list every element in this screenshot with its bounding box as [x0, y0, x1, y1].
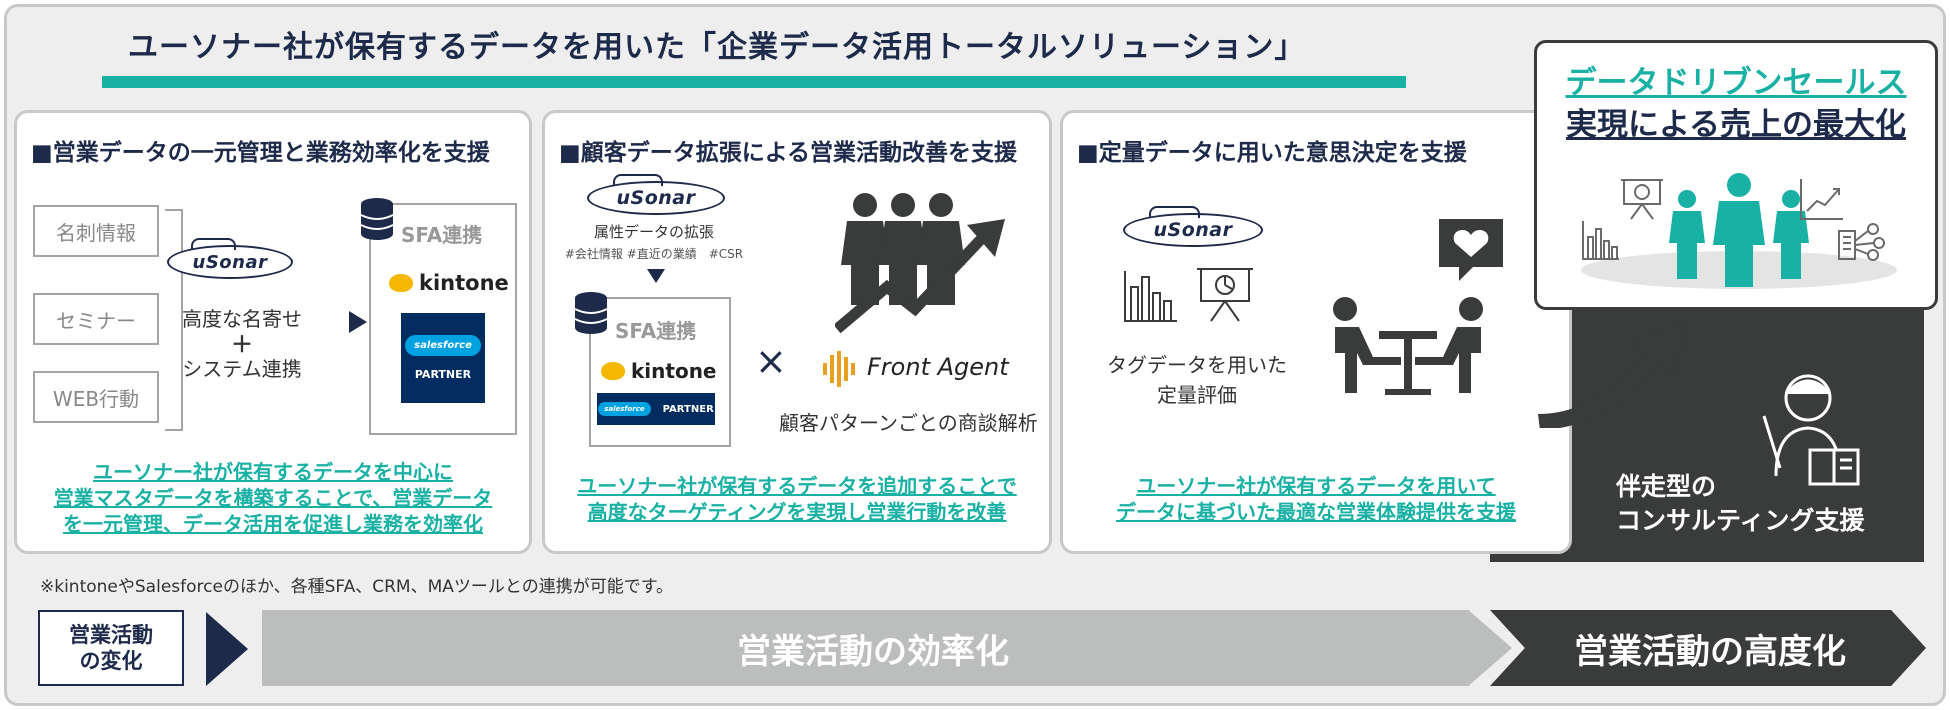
panel3-title: ■定量データに用いた意思決定を支援	[1077, 140, 1467, 166]
pattern-analysis: 顧客パターンごとの商談解析	[779, 411, 1038, 435]
sophistication-arrow	[1490, 610, 1926, 686]
process-line2: システム連携	[182, 357, 302, 381]
partner-text: PARTNER	[414, 368, 472, 381]
consultant-icon	[1762, 374, 1860, 486]
presentation-icon	[1197, 268, 1253, 322]
down-arrow-icon	[647, 269, 665, 283]
panel2-link-line2: 高度なターゲティングを実現し営業行動を改善	[587, 500, 1007, 524]
result-line1: データドリブンセールス	[1565, 65, 1907, 101]
kintone-icon	[389, 274, 413, 292]
bar-chart-icon	[1582, 221, 1619, 260]
play-arrow-icon	[349, 311, 367, 333]
sfa-label: SFA連携	[401, 223, 483, 247]
consulting-support-label: 伴走型の コンサルティング支援	[1616, 470, 1865, 538]
meeting-icon	[1333, 219, 1503, 395]
front-agent-icon	[821, 349, 861, 389]
bar-chart-icon	[1124, 271, 1177, 322]
tag-eval-line1: タグデータを用いた	[1107, 353, 1287, 377]
people-growth-icon	[835, 193, 1005, 334]
database-icon	[574, 292, 608, 334]
company-network-icon	[1838, 223, 1885, 261]
panel1-link-line3: を一元管理、データ活用を促進し業務を効率化	[63, 512, 483, 536]
panel1-title: ■営業データの一元管理と業務効率化を支援	[31, 140, 490, 166]
panel1-link[interactable]: ユーソナー社が保有するデータを中心に 営業マスタデータを構築することで、営業デー…	[17, 459, 529, 537]
kintone-logo: kintone	[601, 359, 717, 383]
tag-eval-line2: 定量評価	[1157, 383, 1237, 407]
change-label-line1: 営業活動	[69, 622, 153, 647]
change-label-line2: の変化	[79, 649, 143, 673]
database-icon	[360, 198, 394, 240]
attr-tags: #会社情報 #直近の業績 #CSR	[564, 247, 744, 261]
panel3-link-line2: データに基づいた最適な営業体験提供を支援	[1116, 500, 1516, 524]
source-seminar: セミナー	[33, 293, 159, 345]
growth-curve-arrow-icon	[1538, 322, 1686, 428]
efficiency-label: 営業活動の効率化	[737, 631, 1009, 672]
consulting-line2: コンサルティング支援	[1616, 505, 1865, 535]
presentation-icon	[1621, 179, 1663, 220]
process-plus: ＋	[230, 333, 253, 358]
attr-title: 属性データの拡張	[593, 223, 714, 241]
sources-bracket	[165, 209, 183, 431]
panel-quantitative-data: ■定量データに用いた意思決定を支援 uSonar タグデータを用いた 定量評価	[1060, 110, 1572, 554]
main-title: ユーソナー社が保有するデータを用いた「企業データ活用トータルソリューション」	[128, 30, 1306, 65]
result-box: データドリブンセールス 実現による売上の最大化	[1534, 40, 1938, 310]
sales-change-label: 営業活動 の変化	[38, 610, 184, 686]
panel-customer-data: ■顧客データ拡張による営業活動改善を支援 uSonar 属性データの拡張 #会社…	[542, 110, 1052, 554]
salesforce-partner-badge: salesforce PARTNER	[597, 393, 715, 425]
efficiency-arrow	[262, 610, 1512, 686]
process-line1: 高度な名寄せ	[182, 307, 302, 331]
sophistication-label: 営業活動の高度化	[1574, 631, 1846, 672]
kintone-icon	[601, 362, 625, 380]
panel3-link[interactable]: ユーソナー社が保有するデータを用いて データに基づいた最適な営業体験提供を支援	[1063, 473, 1569, 525]
consulting-line1: 伴走型の	[1616, 472, 1717, 501]
panel3-link-line1: ユーソナー社が保有するデータを用いて	[1136, 474, 1496, 498]
usonar-logo: uSonar	[167, 238, 293, 279]
usonar-logo: uSonar	[587, 174, 725, 215]
panel1-link-line2: 営業マスタデータを構築することで、営業データ	[53, 486, 493, 510]
result-line2: 実現による売上の最大化	[1565, 107, 1907, 143]
panel2-link-line1: ユーソナー社が保有するデータを追加することで	[577, 474, 1017, 498]
front-agent-logo: Front Agent	[867, 353, 1009, 381]
kintone-text: kintone	[419, 271, 509, 295]
panel1-link-line1: ユーソナー社が保有するデータを中心に	[93, 460, 453, 484]
line-chart-icon	[1800, 179, 1843, 220]
business-team-icon	[1669, 173, 1809, 287]
panel-data-management: ■営業データの一元管理と業務効率化を支援 名刺情報 セミナー WEB行動 uSo…	[14, 110, 532, 554]
sfa-label: SFA連携	[615, 319, 697, 343]
title-underline-bar	[102, 76, 1406, 88]
salesforce-partner-badge: salesforce PARTNER	[401, 313, 485, 403]
kintone-logo: kintone	[389, 271, 509, 295]
source-web-behavior: WEB行動	[33, 371, 159, 423]
footnote: ※kintoneやSalesforceのほか、各種SFA、CRM、MAツールとの…	[40, 577, 674, 597]
kintone-text: kintone	[631, 359, 717, 383]
times-symbol: ×	[755, 339, 787, 383]
salesforce-cloud-icon: salesforce	[405, 335, 481, 356]
panel2-link[interactable]: ユーソナー社が保有するデータを追加することで 高度なターゲティングを実現し営業行…	[545, 473, 1049, 525]
usonar-logo: uSonar	[1123, 206, 1263, 247]
partner-text: PARTNER	[662, 403, 714, 415]
source-business-card: 名刺情報	[33, 205, 159, 257]
panel2-title: ■顧客データ拡張による営業活動改善を支援	[559, 140, 1018, 166]
salesforce-cloud-icon: salesforce	[598, 402, 651, 416]
